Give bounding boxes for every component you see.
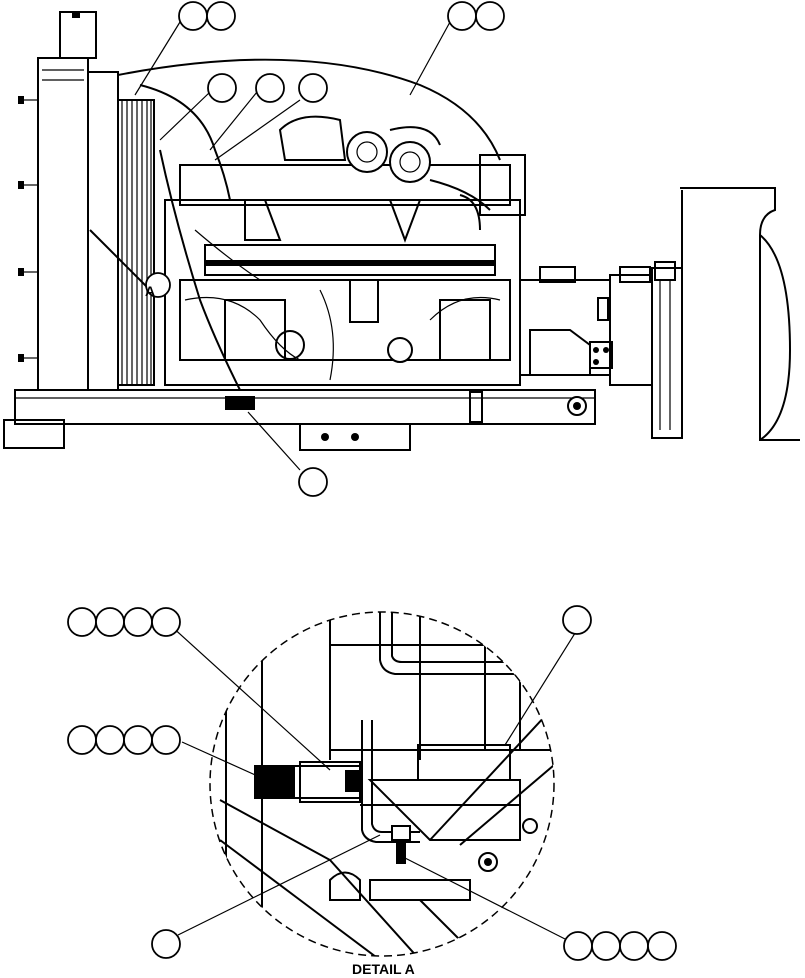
- detail-boundary: [209, 611, 555, 957]
- detail-caption: DETAIL A: [352, 961, 415, 977]
- turbochargers: [278, 115, 526, 216]
- base-frame: [3, 389, 596, 451]
- side-pipe: [159, 149, 241, 391]
- detail-marker-label: A: [145, 283, 155, 299]
- engine-block: [164, 164, 521, 386]
- upper-leader-lines: [134, 21, 451, 471]
- right-hose: [459, 194, 481, 231]
- callout-group-top-right-pair: [447, 1, 505, 31]
- flywheel-housing: [519, 187, 800, 441]
- detail-a-view: DETAIL A: [67, 605, 677, 977]
- callout-group-top-left-pair: [178, 1, 236, 31]
- radiator: [18, 11, 155, 391]
- detail-leader-lines: [169, 624, 578, 941]
- callout-group-detail-lower-left-single: [151, 929, 181, 959]
- hood-outline: [117, 58, 501, 161]
- callout-group-detail-upper-right-single: [562, 605, 592, 635]
- callout-group-detail-upper-left-quad: [67, 607, 181, 637]
- engine-side-view: [3, 11, 800, 451]
- detail-a-contents: [219, 612, 554, 956]
- callout-group-detail-mid-left-quad: [67, 725, 181, 755]
- callout-group-detail-lower-right-quad: [563, 931, 677, 961]
- callout-group-upper-triple: [207, 73, 328, 103]
- callout-group-frame-single: [298, 467, 328, 497]
- detail-a-marker: A: [145, 272, 171, 299]
